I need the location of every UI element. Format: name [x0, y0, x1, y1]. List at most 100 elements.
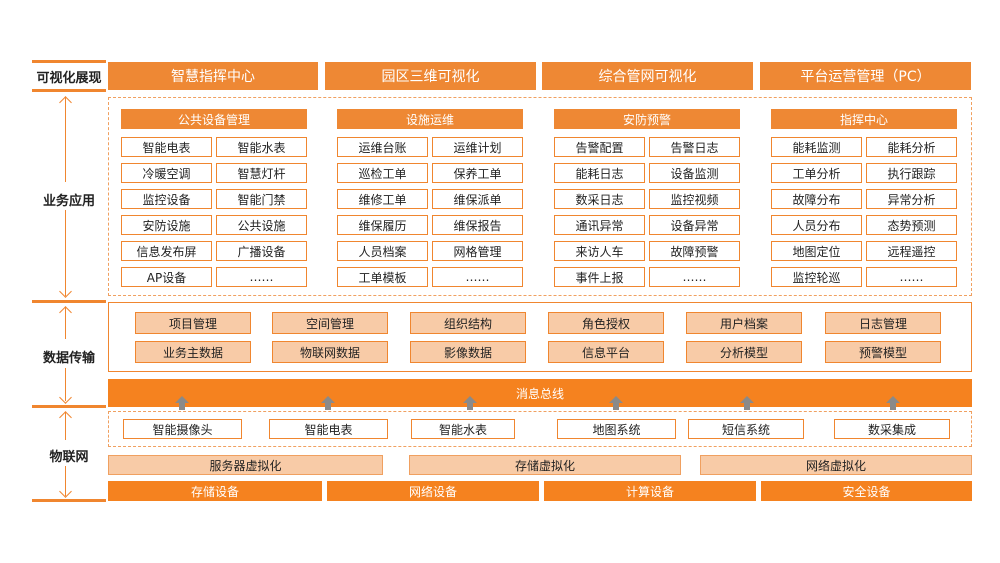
module-item[interactable]: 地图定位: [771, 241, 862, 261]
iot-device[interactable]: 智能电表: [269, 419, 388, 439]
module-item[interactable]: 安防设施: [121, 215, 212, 235]
module-item[interactable]: 智能门禁: [216, 189, 307, 209]
hardware-network[interactable]: 网络设备: [327, 481, 539, 501]
module-item[interactable]: 维保履历: [337, 215, 428, 235]
layer-label-visualization: 可视化展现: [36, 71, 102, 86]
module-item[interactable]: 广播设备: [216, 241, 307, 261]
iot-device[interactable]: 智能水表: [411, 419, 515, 439]
module-item[interactable]: 运维台账: [337, 137, 428, 157]
module-item[interactable]: 数采日志: [554, 189, 645, 209]
data-module[interactable]: 空间管理: [272, 312, 388, 334]
module-item[interactable]: 监控轮巡: [771, 267, 862, 287]
module-item[interactable]: 能耗日志: [554, 163, 645, 183]
layer-separator: [32, 89, 106, 92]
module-item[interactable]: 告警日志: [649, 137, 740, 157]
data-module[interactable]: 预警模型: [825, 341, 941, 363]
data-module[interactable]: 日志管理: [825, 312, 941, 334]
module-item[interactable]: 人员档案: [337, 241, 428, 261]
layer-connector-line: [65, 307, 66, 339]
layer-separator: [32, 405, 106, 408]
data-module[interactable]: 信息平台: [548, 341, 664, 363]
module-item[interactable]: ……: [866, 267, 957, 287]
arrow-down-icon: [59, 391, 72, 404]
virtualization-server[interactable]: 服务器虚拟化: [108, 455, 383, 475]
layer-connector-line: [65, 368, 66, 401]
module-item[interactable]: 工单分析: [771, 163, 862, 183]
upload-arrow-icon: [609, 396, 623, 411]
iot-device[interactable]: 地图系统: [557, 419, 676, 439]
module-item[interactable]: 冷暖空调: [121, 163, 212, 183]
iot-devices-container: [108, 411, 972, 447]
module-item[interactable]: 通讯异常: [554, 215, 645, 235]
module-item[interactable]: 信息发布屏: [121, 241, 212, 261]
group-header-public-equipment: 公共设备管理: [121, 109, 307, 129]
data-module[interactable]: 影像数据: [410, 341, 526, 363]
module-item[interactable]: 故障分布: [771, 189, 862, 209]
module-item[interactable]: 设备监测: [649, 163, 740, 183]
module-item[interactable]: 异常分析: [866, 189, 957, 209]
module-item[interactable]: 执行跟踪: [866, 163, 957, 183]
upload-arrow-icon: [740, 396, 754, 411]
top-bar-platform-ops[interactable]: 平台运营管理（PC）: [760, 62, 971, 90]
layer-connector-line: [65, 210, 66, 296]
module-item[interactable]: ……: [216, 267, 307, 287]
top-bar-3d-park[interactable]: 园区三维可视化: [325, 62, 536, 90]
arrow-down-icon: [59, 485, 72, 498]
module-item[interactable]: 公共设施: [216, 215, 307, 235]
module-item[interactable]: 保养工单: [432, 163, 523, 183]
module-item[interactable]: 工单模板: [337, 267, 428, 287]
group-header-security-alert: 安防预警: [554, 109, 740, 129]
virtualization-network[interactable]: 网络虚拟化: [700, 455, 972, 475]
arrow-down-icon: [59, 285, 72, 298]
module-item[interactable]: 维修工单: [337, 189, 428, 209]
module-item[interactable]: 维保派单: [432, 189, 523, 209]
module-item[interactable]: 人员分布: [771, 215, 862, 235]
module-item[interactable]: AP设备: [121, 267, 212, 287]
module-item[interactable]: 运维计划: [432, 137, 523, 157]
module-item[interactable]: 智能水表: [216, 137, 307, 157]
layer-label-data-transfer: 数据传输: [42, 351, 95, 366]
module-item[interactable]: 监控设备: [121, 189, 212, 209]
data-module[interactable]: 分析模型: [686, 341, 802, 363]
top-bar-command-center[interactable]: 智慧指挥中心: [108, 62, 318, 90]
layer-separator: [32, 499, 106, 502]
module-item[interactable]: 设备异常: [649, 215, 740, 235]
business-app-container: [108, 97, 972, 296]
iot-device[interactable]: 数采集成: [834, 419, 950, 439]
module-item[interactable]: 网格管理: [432, 241, 523, 261]
module-item[interactable]: 巡检工单: [337, 163, 428, 183]
layer-label-iot: 物联网: [49, 450, 89, 465]
hardware-security[interactable]: 安全设备: [761, 481, 972, 501]
layer-connector-line: [65, 466, 66, 496]
iot-device[interactable]: 短信系统: [688, 419, 804, 439]
module-item[interactable]: 监控视频: [649, 189, 740, 209]
data-module[interactable]: 角色授权: [548, 312, 664, 334]
message-bus: 消息总线: [108, 379, 972, 407]
data-module[interactable]: 项目管理: [135, 312, 251, 334]
module-item[interactable]: 智慧灯杆: [216, 163, 307, 183]
data-module[interactable]: 组织结构: [410, 312, 526, 334]
module-item[interactable]: ……: [649, 267, 740, 287]
module-item[interactable]: 能耗分析: [866, 137, 957, 157]
module-item[interactable]: 故障预警: [649, 241, 740, 261]
module-item[interactable]: 事件上报: [554, 267, 645, 287]
virtualization-storage[interactable]: 存储虚拟化: [409, 455, 681, 475]
layer-separator: [32, 300, 106, 303]
module-item[interactable]: 态势预测: [866, 215, 957, 235]
module-item[interactable]: 能耗监测: [771, 137, 862, 157]
module-item[interactable]: 维保报告: [432, 215, 523, 235]
hardware-compute[interactable]: 计算设备: [544, 481, 756, 501]
module-item[interactable]: 远程遥控: [866, 241, 957, 261]
hardware-storage[interactable]: 存储设备: [108, 481, 322, 501]
top-bar-pipe-network[interactable]: 综合管网可视化: [542, 62, 753, 90]
data-module[interactable]: 用户档案: [686, 312, 802, 334]
module-item[interactable]: 智能电表: [121, 137, 212, 157]
upload-arrow-icon: [175, 396, 189, 411]
module-item[interactable]: ……: [432, 267, 523, 287]
module-item[interactable]: 告警配置: [554, 137, 645, 157]
data-module[interactable]: 物联网数据: [272, 341, 388, 363]
module-item[interactable]: 来访人车: [554, 241, 645, 261]
iot-device[interactable]: 智能摄像头: [123, 419, 242, 439]
upload-arrow-icon: [321, 396, 335, 411]
data-module[interactable]: 业务主数据: [135, 341, 251, 363]
